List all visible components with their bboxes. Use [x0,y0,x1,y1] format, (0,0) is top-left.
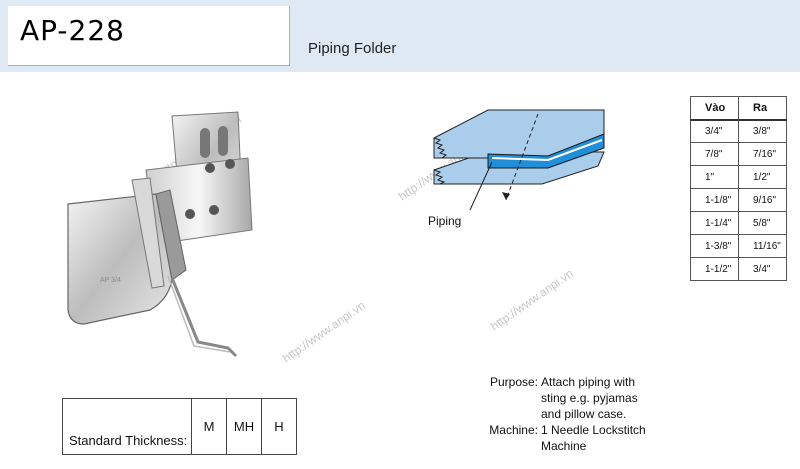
table-row: 1-1/2" 3/4" [690,257,787,281]
table-row: 1-1/8" 9/16" [690,188,787,212]
purpose-line: sting e.g. pyjamas [541,391,638,405]
cell-in: 1" [690,165,739,189]
product-title: Piping Folder [308,40,397,57]
thickness-h: H [261,398,297,455]
cell-out: 3/4" [738,257,787,281]
cell-in: 7/8" [690,142,739,166]
thickness-label: Standard Thickness: [62,398,192,455]
cell-out: 3/8" [738,119,787,143]
machine-line: Machine [541,439,587,453]
table-row: 1-1/4" 5/8" [690,211,787,235]
cell-out: 9/16" [738,188,787,212]
thickness-table: Standard Thickness: M MH H [62,398,297,455]
piping-label: Piping [428,214,462,228]
purpose-value: Attach piping with sting e.g. pyjamas an… [538,374,648,422]
thickness-mh: MH [226,398,262,455]
svg-text:AP 3/4: AP 3/4 [100,277,121,284]
machine-line: 1 Needle Lockstitch [541,423,646,437]
machine-key: Machine: [489,423,538,437]
piping-diagram [433,109,605,211]
table-header-row: Vào Ra [690,96,787,121]
product-code: AP-228 [20,14,125,47]
purpose-line: Attach piping with [541,375,636,389]
machine-value: 1 Needle Lockstitch Machine [538,422,648,454]
purpose-key: Purpose: [489,375,538,389]
size-table: Vào Ra 3/4" 3/8" 7/8" 7/16" 1" 1/2" 1-1/… [690,96,787,281]
product-code-box: AP-228 [8,6,290,66]
thickness-m: M [191,398,227,455]
cell-in: 3/4" [690,119,739,143]
table-row: 1-3/8" 11/16" [690,234,787,258]
table-row: 7/8" 7/16" [690,142,787,166]
cell-out: 5/8" [738,211,787,235]
cell-in: 1-1/8" [690,188,739,212]
header-in: Vào [690,96,739,121]
watermark-4: http://www.anpi.vn [488,266,576,334]
cell-out: 7/16" [738,142,787,166]
folder-product-image: AP 3/4 [67,111,253,358]
thickness-row: Standard Thickness: M MH H [62,398,297,455]
purpose-line: and pillow case. [541,407,627,421]
table-row: 3/4" 3/8" [690,119,787,143]
product-info: Purpose: Attach piping with sting e.g. p… [488,374,648,454]
cell-out: 1/2" [738,165,787,189]
cell-in: 1-1/2" [690,257,739,281]
cell-in: 1-3/8" [690,234,739,258]
cell-in: 1-1/4" [690,211,739,235]
table-row: 1" 1/2" [690,165,787,189]
machine-row: Machine: 1 Needle Lockstitch Machine [488,422,648,454]
watermark-2: http://www.anpi.vn [280,298,368,366]
header-out: Ra [738,96,787,121]
cell-out: 11/16" [738,234,787,258]
purpose-row: Purpose: Attach piping with sting e.g. p… [488,374,648,422]
